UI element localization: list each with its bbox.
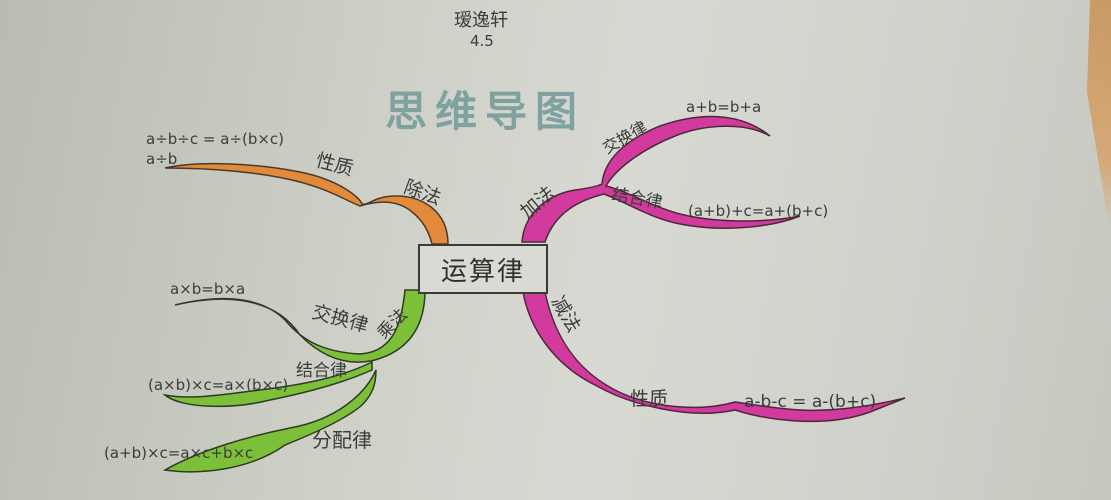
subtraction-property-label: 性质 xyxy=(630,388,669,410)
addition-branch xyxy=(521,115,801,243)
multiplication-associative-label: 结合律 xyxy=(296,361,347,381)
multiplication-distributive-label: 分配律 xyxy=(312,428,372,452)
subtraction-branch xyxy=(522,291,906,423)
multiplication-branch xyxy=(162,289,426,473)
division-branch xyxy=(164,162,449,245)
division-property-note: a÷b xyxy=(146,150,178,168)
division-property-formula: a÷b÷c = a÷(b×c) xyxy=(146,130,285,148)
central-node-label: 运算律 xyxy=(440,256,525,287)
multiplication-commutative-formula: a×b=b×a xyxy=(170,280,246,298)
addition-commutative-formula: a+b=b+a xyxy=(686,98,762,116)
addition-associative-formula: (a+b)+c=a+(b+c) xyxy=(688,202,829,220)
author-name: 瑷逸轩 xyxy=(454,10,508,31)
subtraction-property-formula: a-b-c = a-(b+c) xyxy=(744,392,877,412)
multiplication-distributive-formula: (a+b)×c=a×c+b×c xyxy=(104,444,254,462)
multiplication-associative-formula: (a×b)×c=a×(b×c) xyxy=(148,376,289,394)
class-number: 4.5 xyxy=(470,32,494,50)
page-title: 思维导图 xyxy=(385,87,586,136)
central-node: 运算律 xyxy=(418,244,548,294)
